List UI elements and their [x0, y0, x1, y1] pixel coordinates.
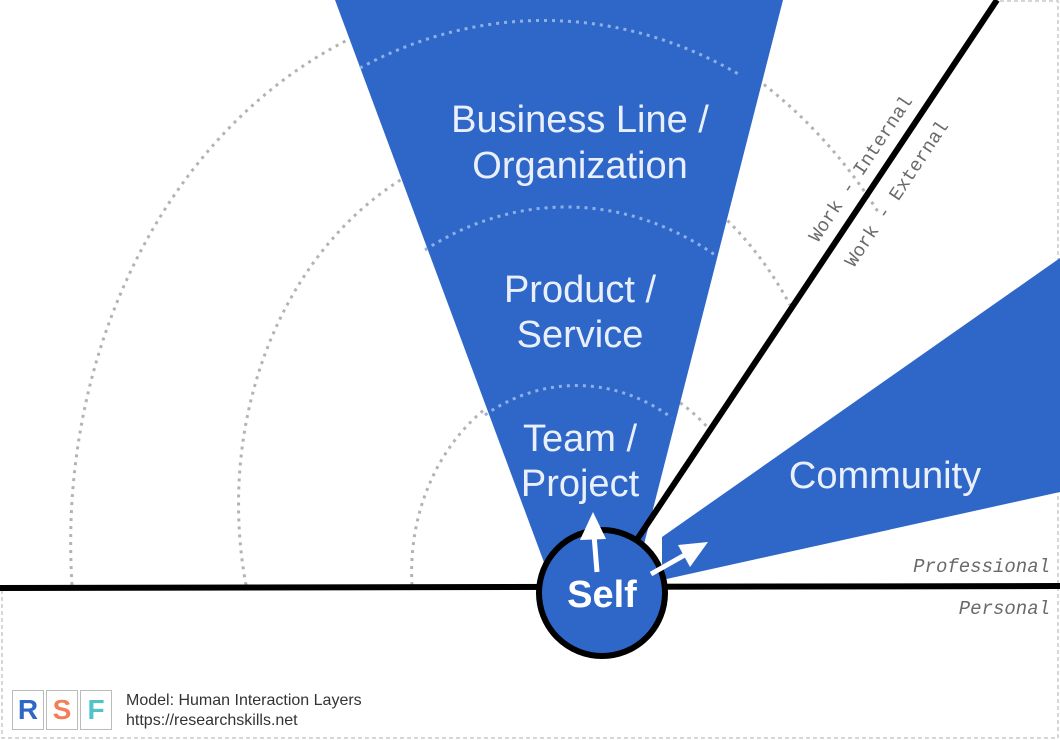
- logo-letter-s: S: [46, 690, 78, 730]
- business-label-line1: Business Line /: [451, 99, 709, 141]
- professional-label: Professional: [913, 556, 1050, 578]
- logo-letter-r: R: [12, 690, 44, 730]
- work-divider-line: [597, 0, 1000, 597]
- self-label: Self: [567, 574, 637, 616]
- arrow-up-icon: [580, 512, 606, 573]
- community-wedge: [662, 258, 1060, 580]
- professional-personal-line: [0, 583, 1060, 591]
- personal-label: Personal: [959, 598, 1050, 620]
- team-label-line2: Project: [521, 463, 640, 505]
- team-label-line1: Team /: [523, 418, 637, 460]
- community-label: Community: [789, 455, 981, 497]
- work-wedge: [335, 0, 783, 565]
- website-link[interactable]: https://researchskills.net: [126, 712, 298, 729]
- footer-caption: Model: Human Interaction Layers https://…: [126, 691, 362, 731]
- product-label-line1: Product /: [504, 269, 657, 311]
- arrow-right-icon: [649, 542, 708, 577]
- business-label-line2: Organization: [472, 145, 687, 187]
- arc-product-over: [424, 205, 716, 257]
- logo-letter-f: F: [80, 690, 112, 730]
- rsf-logo: R S F: [12, 690, 112, 730]
- model-caption: Model: Human Interaction Layers: [126, 692, 362, 709]
- arc-business-over: [359, 18, 741, 77]
- product-label-line2: Service: [517, 314, 644, 356]
- self-circle: [536, 527, 668, 659]
